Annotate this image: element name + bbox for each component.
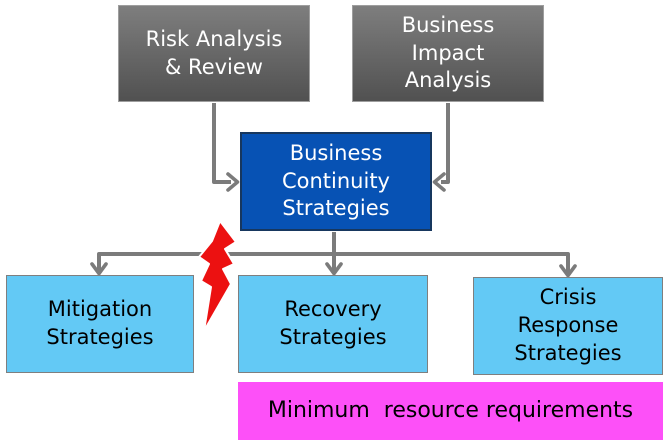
lightning-bolt-icon <box>198 220 237 332</box>
node-business-continuity-strategies: Business Continuity Strategies <box>240 132 432 231</box>
node-crisis-response-strategies: Crisis Response Strategies <box>473 277 663 375</box>
node-recovery-strategies-label: Recovery Strategies <box>279 297 387 349</box>
connector-risk-to-bcs <box>212 103 240 192</box>
node-business-impact-analysis: Business Impact Analysis <box>352 5 544 102</box>
node-business-impact-analysis-label: Business Impact Analysis <box>401 12 495 93</box>
node-risk-analysis-label: Risk Analysis & Review <box>145 26 283 79</box>
node-mitigation-strategies: Mitigation Strategies <box>6 275 194 373</box>
node-business-continuity-strategies-label: Business Continuity Strategies <box>281 140 390 221</box>
node-mitigation-strategies-label: Mitigation Strategies <box>46 297 154 349</box>
node-minimum-resource-requirements: Minimum resource requirements <box>238 382 663 440</box>
node-crisis-response-strategies-label: Crisis Response Strategies <box>514 285 622 365</box>
node-minimum-resource-requirements-label: Minimum resource requirements <box>267 398 634 424</box>
connector-bia-to-bcs <box>432 103 450 192</box>
node-risk-analysis: Risk Analysis & Review <box>118 5 310 102</box>
connector-bcs-branch <box>90 232 577 278</box>
node-recovery-strategies: Recovery Strategies <box>238 275 428 373</box>
